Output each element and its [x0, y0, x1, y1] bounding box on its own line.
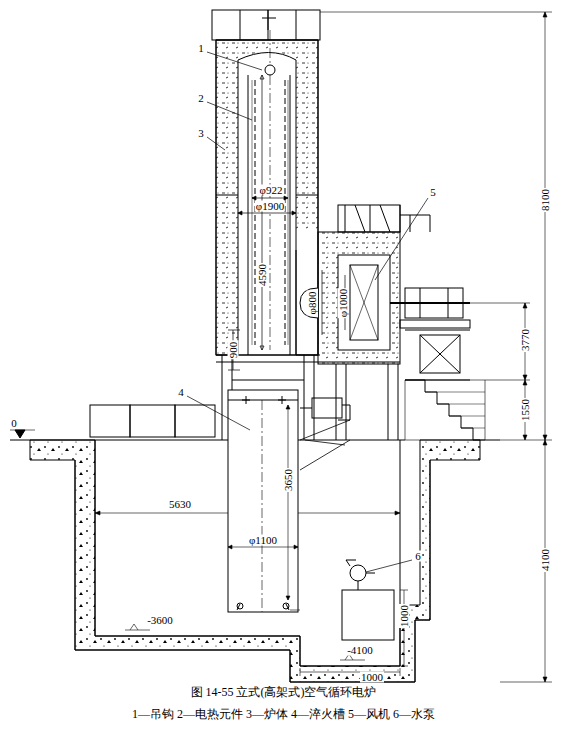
- dimension-label: 3770: [520, 328, 531, 352]
- dimension-label: φ1900: [255, 201, 285, 212]
- callout-number: 6: [414, 551, 422, 562]
- dimension-label: 8100: [540, 188, 551, 212]
- dimension-label: 1000: [399, 604, 410, 628]
- leader-lines: [187, 52, 428, 572]
- top-cap: [212, 10, 320, 40]
- callout-number: 2: [197, 93, 205, 104]
- furnace-body: [216, 40, 318, 355]
- stairs: [405, 380, 485, 440]
- dimension-label: 4590: [257, 263, 268, 287]
- callout-number: 1: [197, 43, 205, 54]
- dimension-lines: [95, 511, 400, 515]
- level-mark: -3600: [146, 615, 174, 626]
- scaffold: [338, 205, 430, 232]
- callout-number: 5: [429, 187, 437, 198]
- callout-number: 3: [197, 128, 205, 139]
- dimension-label: φ1100: [248, 535, 278, 546]
- platform: [90, 405, 215, 437]
- level-mark: 0: [10, 418, 18, 429]
- callout-number: 4: [177, 387, 185, 398]
- water-pump: [290, 560, 408, 676]
- dimension-label: 900: [228, 341, 239, 360]
- lift-mechanism: [300, 398, 350, 470]
- dimension-label: 1550: [520, 398, 531, 422]
- quench-tank: [228, 390, 298, 612]
- dimension-label: 5630: [168, 499, 192, 510]
- dimension-lines: [228, 75, 296, 370]
- dimension-label: φ1000: [338, 288, 349, 318]
- dimension-label: φ800: [307, 291, 318, 316]
- dimension-label: 4100: [540, 548, 551, 572]
- dimension-label: 1000: [360, 672, 384, 683]
- dimension-label: φ922: [259, 185, 284, 196]
- dimension-lines: [320, 12, 552, 682]
- figure-title: 图 14-55 立式(高架式)空气循环电炉: [0, 684, 567, 701]
- figure-caption: 1—吊钩 2—电热元件 3—炉体 4—淬火槽 5—风机 6—水泵: [0, 706, 567, 723]
- level-mark: -4100: [346, 645, 374, 656]
- motor: [400, 288, 470, 380]
- fan-housing: [300, 232, 470, 364]
- dimension-label: 3650: [283, 468, 294, 492]
